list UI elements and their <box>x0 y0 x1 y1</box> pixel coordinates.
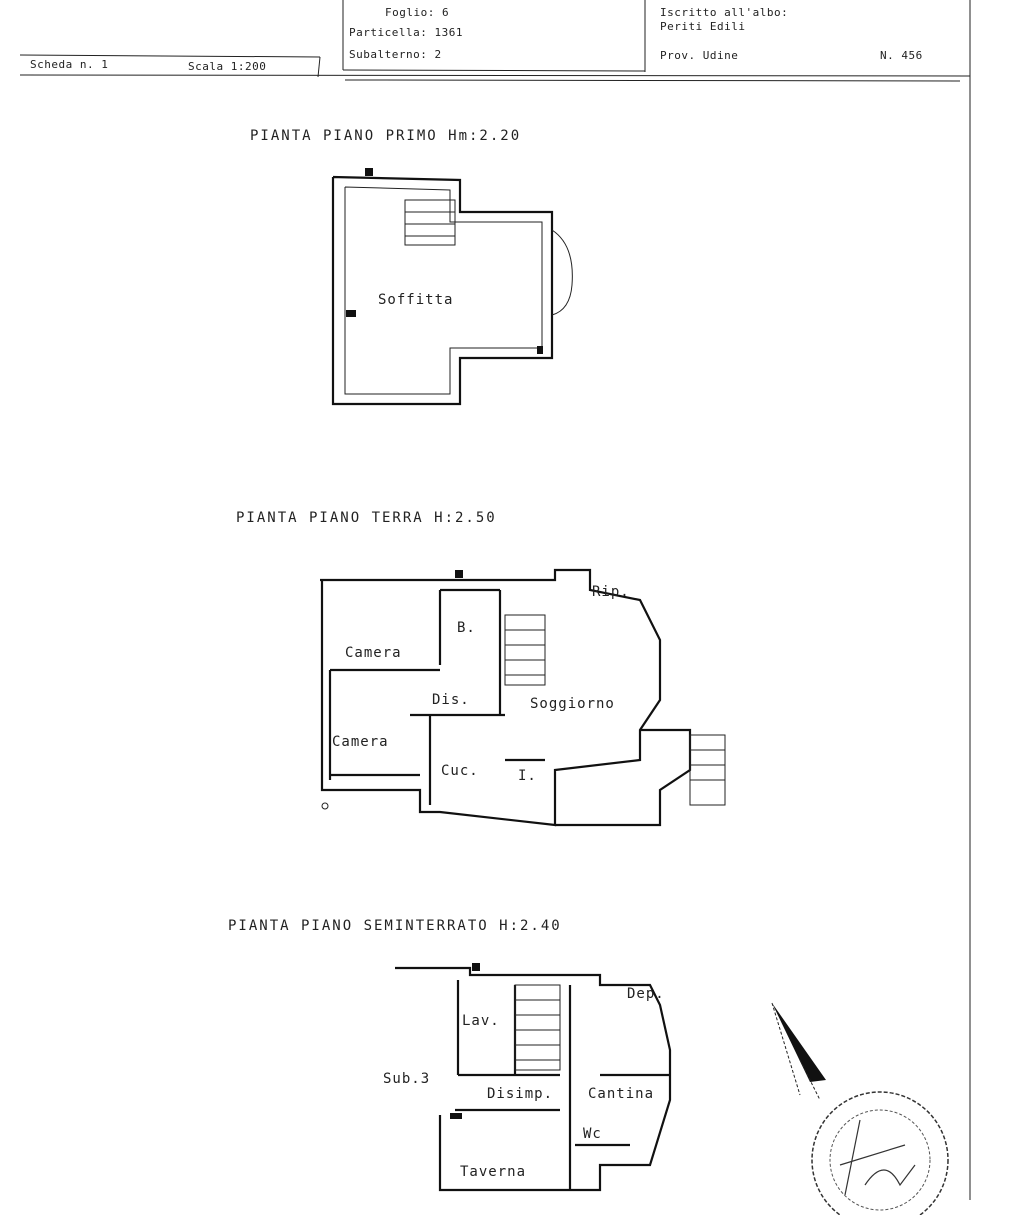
foglio: Foglio: 6 <box>385 6 450 19</box>
plan-seminterrato <box>395 963 672 1192</box>
room-taverna: Taverna <box>460 1164 527 1180</box>
albo-number: N. 456 <box>880 49 923 62</box>
iscritto-albo: Iscritto all'albo: <box>660 6 789 19</box>
plan-title-primo: PIANTA PIANO PRIMO Hm:2.20 <box>250 128 522 144</box>
plan-title-terra: PIANTA PIANO TERRA H:2.50 <box>236 510 497 526</box>
room-cantina: Cantina <box>588 1086 655 1102</box>
provincia: Prov. Udine <box>660 49 739 62</box>
room-disimpegno-seminterrato: Disimp. <box>487 1086 554 1102</box>
room-ripostiglio: Rip. <box>592 584 630 600</box>
sub-3-label: Sub.3 <box>383 1071 431 1087</box>
room-lavanderia: Lav. <box>462 1013 500 1029</box>
scheda-number: Scheda n. 1 <box>30 58 109 71</box>
north-arrow-icon <box>771 1002 826 1101</box>
professional-stamp <box>811 1091 949 1215</box>
room-cucina: Cuc. <box>441 763 479 779</box>
plan-title-seminterrato: PIANTA PIANO SEMINTERRATO H:2.40 <box>228 918 562 934</box>
room-bagno: B. <box>457 620 476 636</box>
subalterno: Subalterno: 2 <box>349 48 442 61</box>
room-camera-1: Camera <box>345 645 402 661</box>
room-i: I. <box>518 768 537 784</box>
room-soggiorno: Soggiorno <box>530 696 615 712</box>
particella: Particella: 1361 <box>349 26 463 39</box>
room-camera-2: Camera <box>332 734 389 750</box>
room-wc: Wc <box>583 1126 602 1142</box>
room-soffitta: Soffitta <box>378 292 454 308</box>
plan-terra <box>320 568 726 827</box>
room-disimpegno: Dis. <box>432 692 470 708</box>
room-deposito: Dep. <box>627 986 665 1002</box>
albo-name: Periti Edili <box>660 20 746 33</box>
scale: Scala 1:200 <box>188 60 267 73</box>
plan-primo <box>331 168 573 406</box>
